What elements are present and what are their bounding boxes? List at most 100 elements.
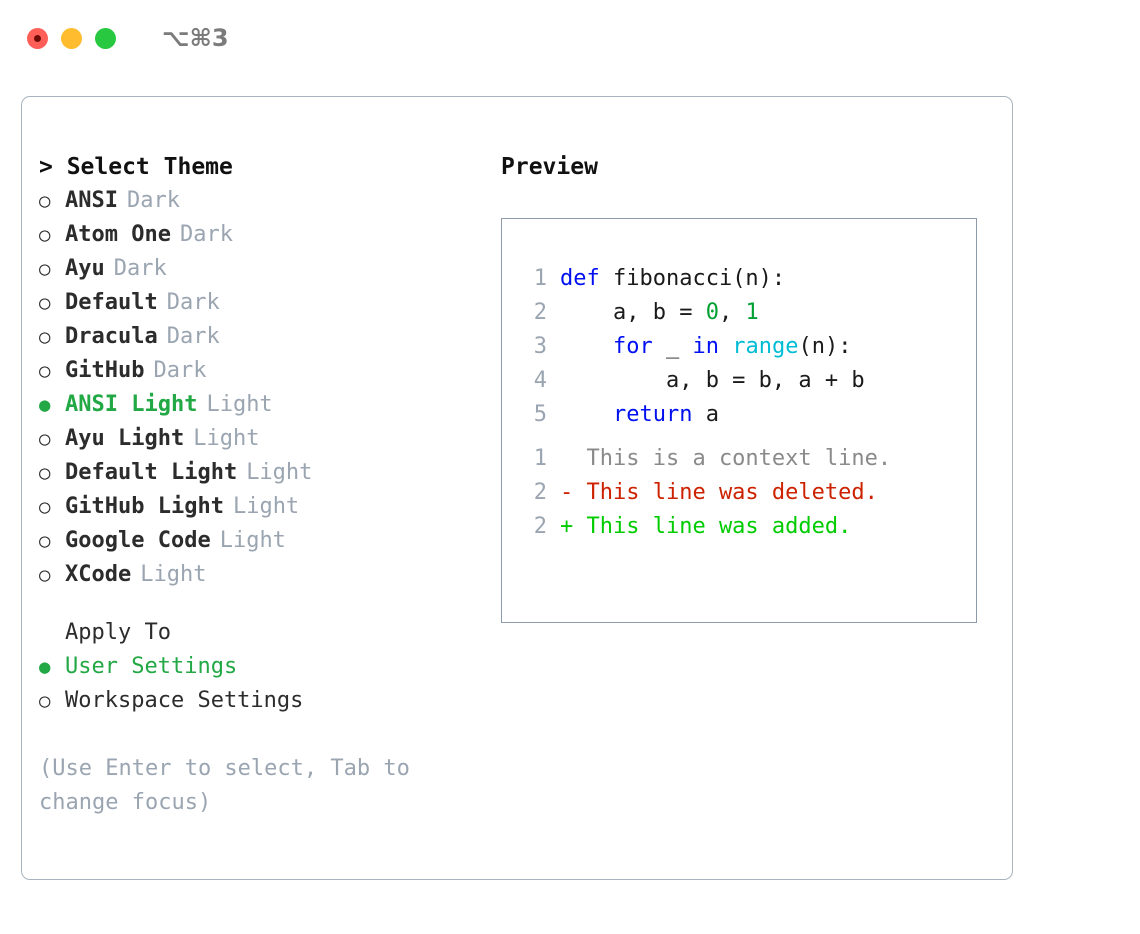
theme-option[interactable]: ○ Default Dark [39, 286, 479, 320]
keyboard-shortcut-label: ⌥⌘3 [162, 24, 229, 52]
option-label: User Settings [65, 654, 238, 679]
theme-option[interactable]: ● ANSI Light Light [39, 388, 479, 422]
radio-unselected-icon: ○ [39, 258, 51, 280]
diff-line-del: 2 - This line was deleted. [521, 476, 970, 510]
theme-option[interactable]: ○ Atom One Dark [39, 218, 479, 252]
line-number: 1 [533, 446, 547, 471]
code-token-kw: def [560, 266, 613, 291]
theme-option[interactable]: ○ XCode Light [39, 558, 479, 592]
code-token-plain [719, 334, 732, 359]
radio-unselected-icon: ○ [39, 292, 51, 314]
code-line: 5 return a [521, 398, 970, 432]
code-line: 3 for _ in range(n): [521, 330, 970, 364]
apply-to-option[interactable]: ○Workspace Settings [39, 684, 479, 718]
line-number: 3 [533, 334, 547, 359]
line-number: 2 [533, 480, 547, 505]
option-variant-badge: Dark [113, 256, 167, 281]
preview-header: Preview [501, 154, 598, 180]
option-variant-badge: Light [219, 528, 286, 553]
diff-line-add: 2 + This line was added. [521, 510, 970, 544]
radio-unselected-icon: ○ [39, 360, 51, 382]
code-line: 4 a, b = b, a + b [521, 364, 970, 398]
apply-to-option[interactable]: ● User Settings [39, 650, 479, 684]
keyboard-hint-text: (Use Enter to select, Tab to change focu… [39, 756, 410, 815]
option-variant-badge: Light [232, 494, 300, 519]
diff-line-text: - This line was deleted. [560, 480, 878, 505]
option-variant-badge: Light [193, 426, 260, 451]
minimize-button[interactable] [61, 27, 82, 49]
option-variant-badge: Light [246, 460, 313, 485]
zoom-button[interactable] [95, 27, 116, 49]
code-token-num: 1 [745, 300, 759, 325]
code-token-plain: a [692, 402, 719, 427]
option-label: ANSI Light [65, 392, 198, 417]
option-variant-badge: Dark [179, 222, 233, 247]
diff-sample: 1 This is a context line. 2 - This line wa… [521, 442, 970, 544]
option-label: GitHub [65, 358, 145, 383]
code-token-plain: (n): [798, 334, 852, 359]
title-bar: ⌥⌘3 [0, 0, 1140, 76]
option-label: GitHub Light [65, 494, 224, 519]
option-label: Dracula [65, 324, 158, 349]
theme-option[interactable]: ○ Ayu Dark [39, 252, 479, 286]
code-line-text: a, b = 0, 1 [560, 296, 759, 330]
option-label: Google Code [65, 528, 211, 553]
code-token-plain [560, 334, 613, 359]
radio-unselected-icon: ○ [39, 462, 51, 484]
select-theme-header: > Select Theme [39, 154, 233, 180]
radio-unselected-icon: ○ [39, 190, 51, 212]
option-label: Default Light [65, 460, 238, 485]
code-token-plain: , [718, 300, 746, 325]
apply-to-option-list: ● User Settings ○Workspace Settings [39, 650, 479, 718]
code-token-fn: range [732, 334, 799, 359]
radio-unselected-icon: ○ [39, 428, 51, 450]
line-number: 2 [533, 514, 547, 539]
diff-line-text: + This line was added. [560, 514, 852, 539]
close-button[interactable] [27, 27, 48, 49]
radio-unselected-icon: ○ [39, 530, 51, 552]
option-label: XCode [65, 562, 132, 587]
theme-option[interactable]: ○ Default Light Light [39, 456, 479, 490]
line-number: 4 [533, 368, 547, 393]
option-variant-badge: Light [206, 392, 273, 417]
option-variant-badge: Dark [166, 290, 220, 315]
diff-line-text: This is a context line. [560, 446, 892, 471]
code-token-plain [560, 402, 613, 427]
radio-unselected-icon: ○ [39, 224, 51, 246]
option-label: Ayu Light [65, 426, 185, 451]
code-line: 1 def fibonacci(n): [521, 262, 970, 296]
theme-option[interactable]: ○ Google Code Light [39, 524, 479, 558]
code-token-kw: return [612, 402, 693, 427]
option-label: Ayu [65, 256, 105, 281]
option-label: ANSI [65, 188, 118, 213]
option-label: Atom One [65, 222, 171, 247]
option-label: Default [65, 290, 158, 315]
theme-option[interactable]: ○ Ayu Light Light [39, 422, 479, 456]
section-spacer [39, 592, 479, 616]
code-token-plain: _ [652, 334, 693, 359]
option-variant-badge: Light [140, 562, 207, 587]
line-number: 5 [533, 402, 547, 427]
option-label: Workspace Settings [65, 688, 304, 713]
code-token-plain: a, b = b, a + b [560, 368, 865, 393]
code-token-plain: fibonacci(n): [612, 266, 786, 291]
code-token-kw: in [692, 334, 719, 359]
code-line: 2 a, b = 0, 1 [521, 296, 970, 330]
radio-selected-icon: ● [39, 394, 51, 416]
line-number: 2 [533, 300, 547, 325]
apply-to-header: Apply To [65, 620, 171, 645]
radio-selected-icon: ● [39, 656, 51, 678]
line-number: 1 [533, 266, 547, 291]
radio-unselected-icon: ○ [39, 564, 51, 586]
